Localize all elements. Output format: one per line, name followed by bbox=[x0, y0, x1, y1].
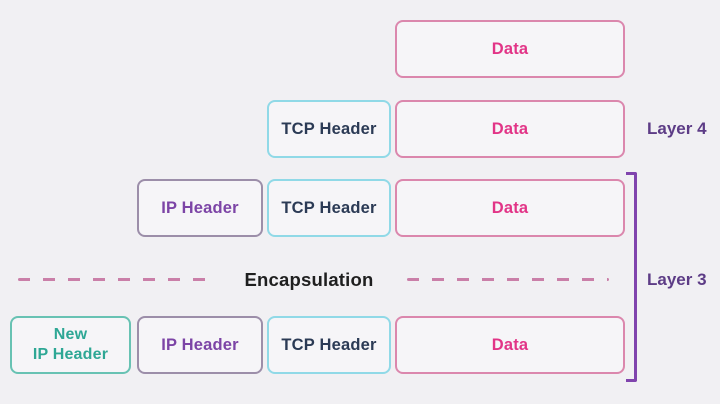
box-ip-header-l3: IP Header bbox=[137, 179, 263, 237]
box-ip-header-l3-label: IP Header bbox=[161, 198, 239, 217]
box-new-ip-header-label: New IP Header bbox=[33, 325, 108, 365]
box-data-l3-label: Data bbox=[491, 198, 529, 217]
box-data-l4: Data bbox=[395, 100, 625, 158]
box-data-enc: Data bbox=[395, 316, 625, 374]
dash-line-right bbox=[407, 278, 609, 281]
box-tcp-header-l3: TCP Header bbox=[267, 179, 391, 237]
encapsulation-label: Encapsulation bbox=[244, 269, 374, 290]
box-tcp-header-l3-label: TCP Header bbox=[281, 198, 377, 217]
box-ip-header-enc-label: IP Header bbox=[161, 335, 239, 354]
box-data-l4-label: Data bbox=[491, 119, 529, 138]
box-ip-header-enc: IP Header bbox=[137, 316, 263, 374]
box-data-original: Data bbox=[395, 20, 625, 78]
box-data-l3: Data bbox=[395, 179, 625, 237]
box-new-ip-header: New IP Header bbox=[10, 316, 131, 374]
new-ip-header-line1: New bbox=[53, 326, 88, 343]
layer3-bracket bbox=[626, 172, 637, 382]
box-data-enc-label: Data bbox=[491, 335, 529, 354]
dash-line-left bbox=[18, 278, 211, 281]
box-tcp-header-l4: TCP Header bbox=[267, 100, 391, 158]
box-tcp-header-enc: TCP Header bbox=[267, 316, 391, 374]
new-ip-header-line2: IP Header bbox=[32, 346, 109, 363]
layer3-label: Layer 3 bbox=[647, 270, 707, 289]
box-data-original-label: Data bbox=[491, 39, 529, 58]
box-tcp-header-l4-label: TCP Header bbox=[281, 119, 377, 138]
box-tcp-header-enc-label: TCP Header bbox=[281, 335, 377, 354]
layer4-label: Layer 4 bbox=[647, 119, 707, 138]
